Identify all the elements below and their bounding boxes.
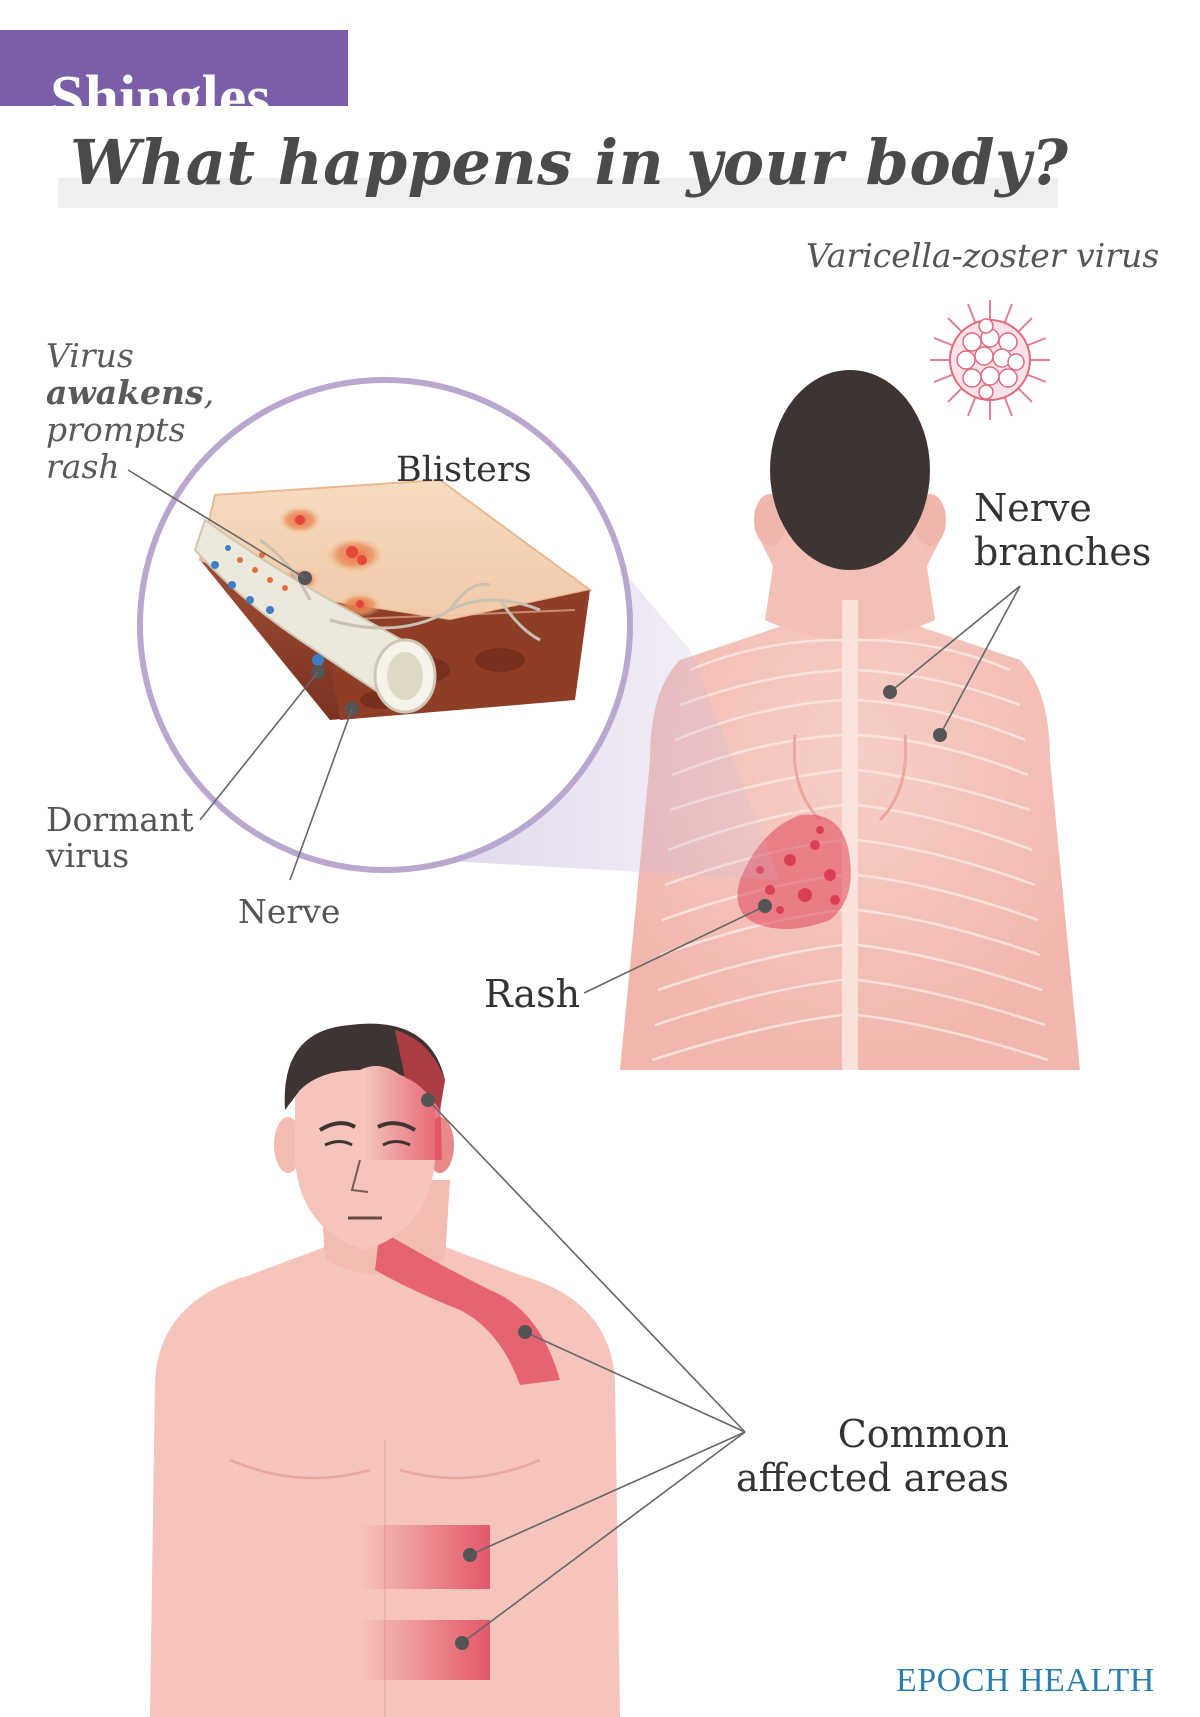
virus-awakens-line3: prompts [46, 410, 186, 449]
virus-awakens-line1: Virus [46, 336, 134, 375]
callout-dot-shoulder [518, 1325, 532, 1339]
topic-label: Shingles [50, 64, 271, 132]
common-line1: Common [837, 1412, 1010, 1456]
back-figure [620, 370, 1080, 1070]
nerve-branches-label: Nerve branches [974, 486, 1151, 574]
dormant-line1: Dormant [46, 800, 194, 839]
nerve-branches-line2: branches [974, 530, 1152, 574]
hair-rash [395, 1030, 445, 1110]
blisters-label: Blisters [396, 450, 532, 490]
spine [842, 600, 858, 1070]
rash-dots [756, 826, 840, 914]
shoulder-blade-right [878, 734, 908, 822]
shoulder-blade-left [792, 734, 822, 822]
virus-awakens-line4: rash [46, 447, 120, 486]
topic-banner: Shingles [0, 30, 348, 132]
callout-dot-chest [463, 1548, 477, 1562]
rash-label: Rash [484, 972, 581, 1016]
chest-line-right [399, 1458, 541, 1480]
callout-dot-rash [758, 899, 772, 913]
dormant-virus-label: Dormant virus [46, 802, 194, 874]
nerve-branches-line1: Nerve [974, 486, 1092, 530]
shoulder-rash [375, 1230, 560, 1385]
nerve-label: Nerve [238, 892, 341, 931]
callout-dot-face [421, 1093, 435, 1107]
common-affected-areas-label: Common affected areas [736, 1412, 1009, 1500]
front-figure [150, 1023, 620, 1717]
dormant-line2: virus [46, 836, 130, 875]
page-title: What happens in your body? [70, 126, 1069, 199]
brand-logo: EPOCH HEALTH [896, 1662, 1155, 1699]
abdomen-band-rash [360, 1620, 490, 1680]
common-line2: affected areas [736, 1456, 1010, 1500]
eye-left [324, 1140, 353, 1147]
magnified-skin-view [137, 377, 633, 873]
virus-awakens-line2: awakens, [46, 375, 214, 411]
callout-lines [127, 469, 1021, 994]
eyebrow-left [318, 1121, 357, 1132]
callout-dot-nerve-branch-2 [933, 728, 947, 742]
active-virus-dots [237, 552, 288, 591]
eyebrow-right [377, 1121, 417, 1132]
dormant-virus-dots [211, 545, 324, 666]
awakens-comma: , [203, 373, 215, 412]
back-head-hair [770, 370, 930, 570]
virus-name-label: Varicella-zoster virus [806, 236, 1160, 275]
common-area-lines [427, 1099, 746, 1644]
eye-right [382, 1140, 411, 1147]
virus-icon [930, 300, 1050, 420]
nose [350, 1159, 369, 1193]
nerve-fibers [259, 538, 541, 642]
awakens-bold: awakens [46, 373, 204, 412]
title-underline [58, 178, 1058, 208]
callout-dot-nerve-branch-1 [883, 685, 897, 699]
chest-line-left [229, 1458, 371, 1480]
callout-dot-abdomen [455, 1636, 469, 1650]
